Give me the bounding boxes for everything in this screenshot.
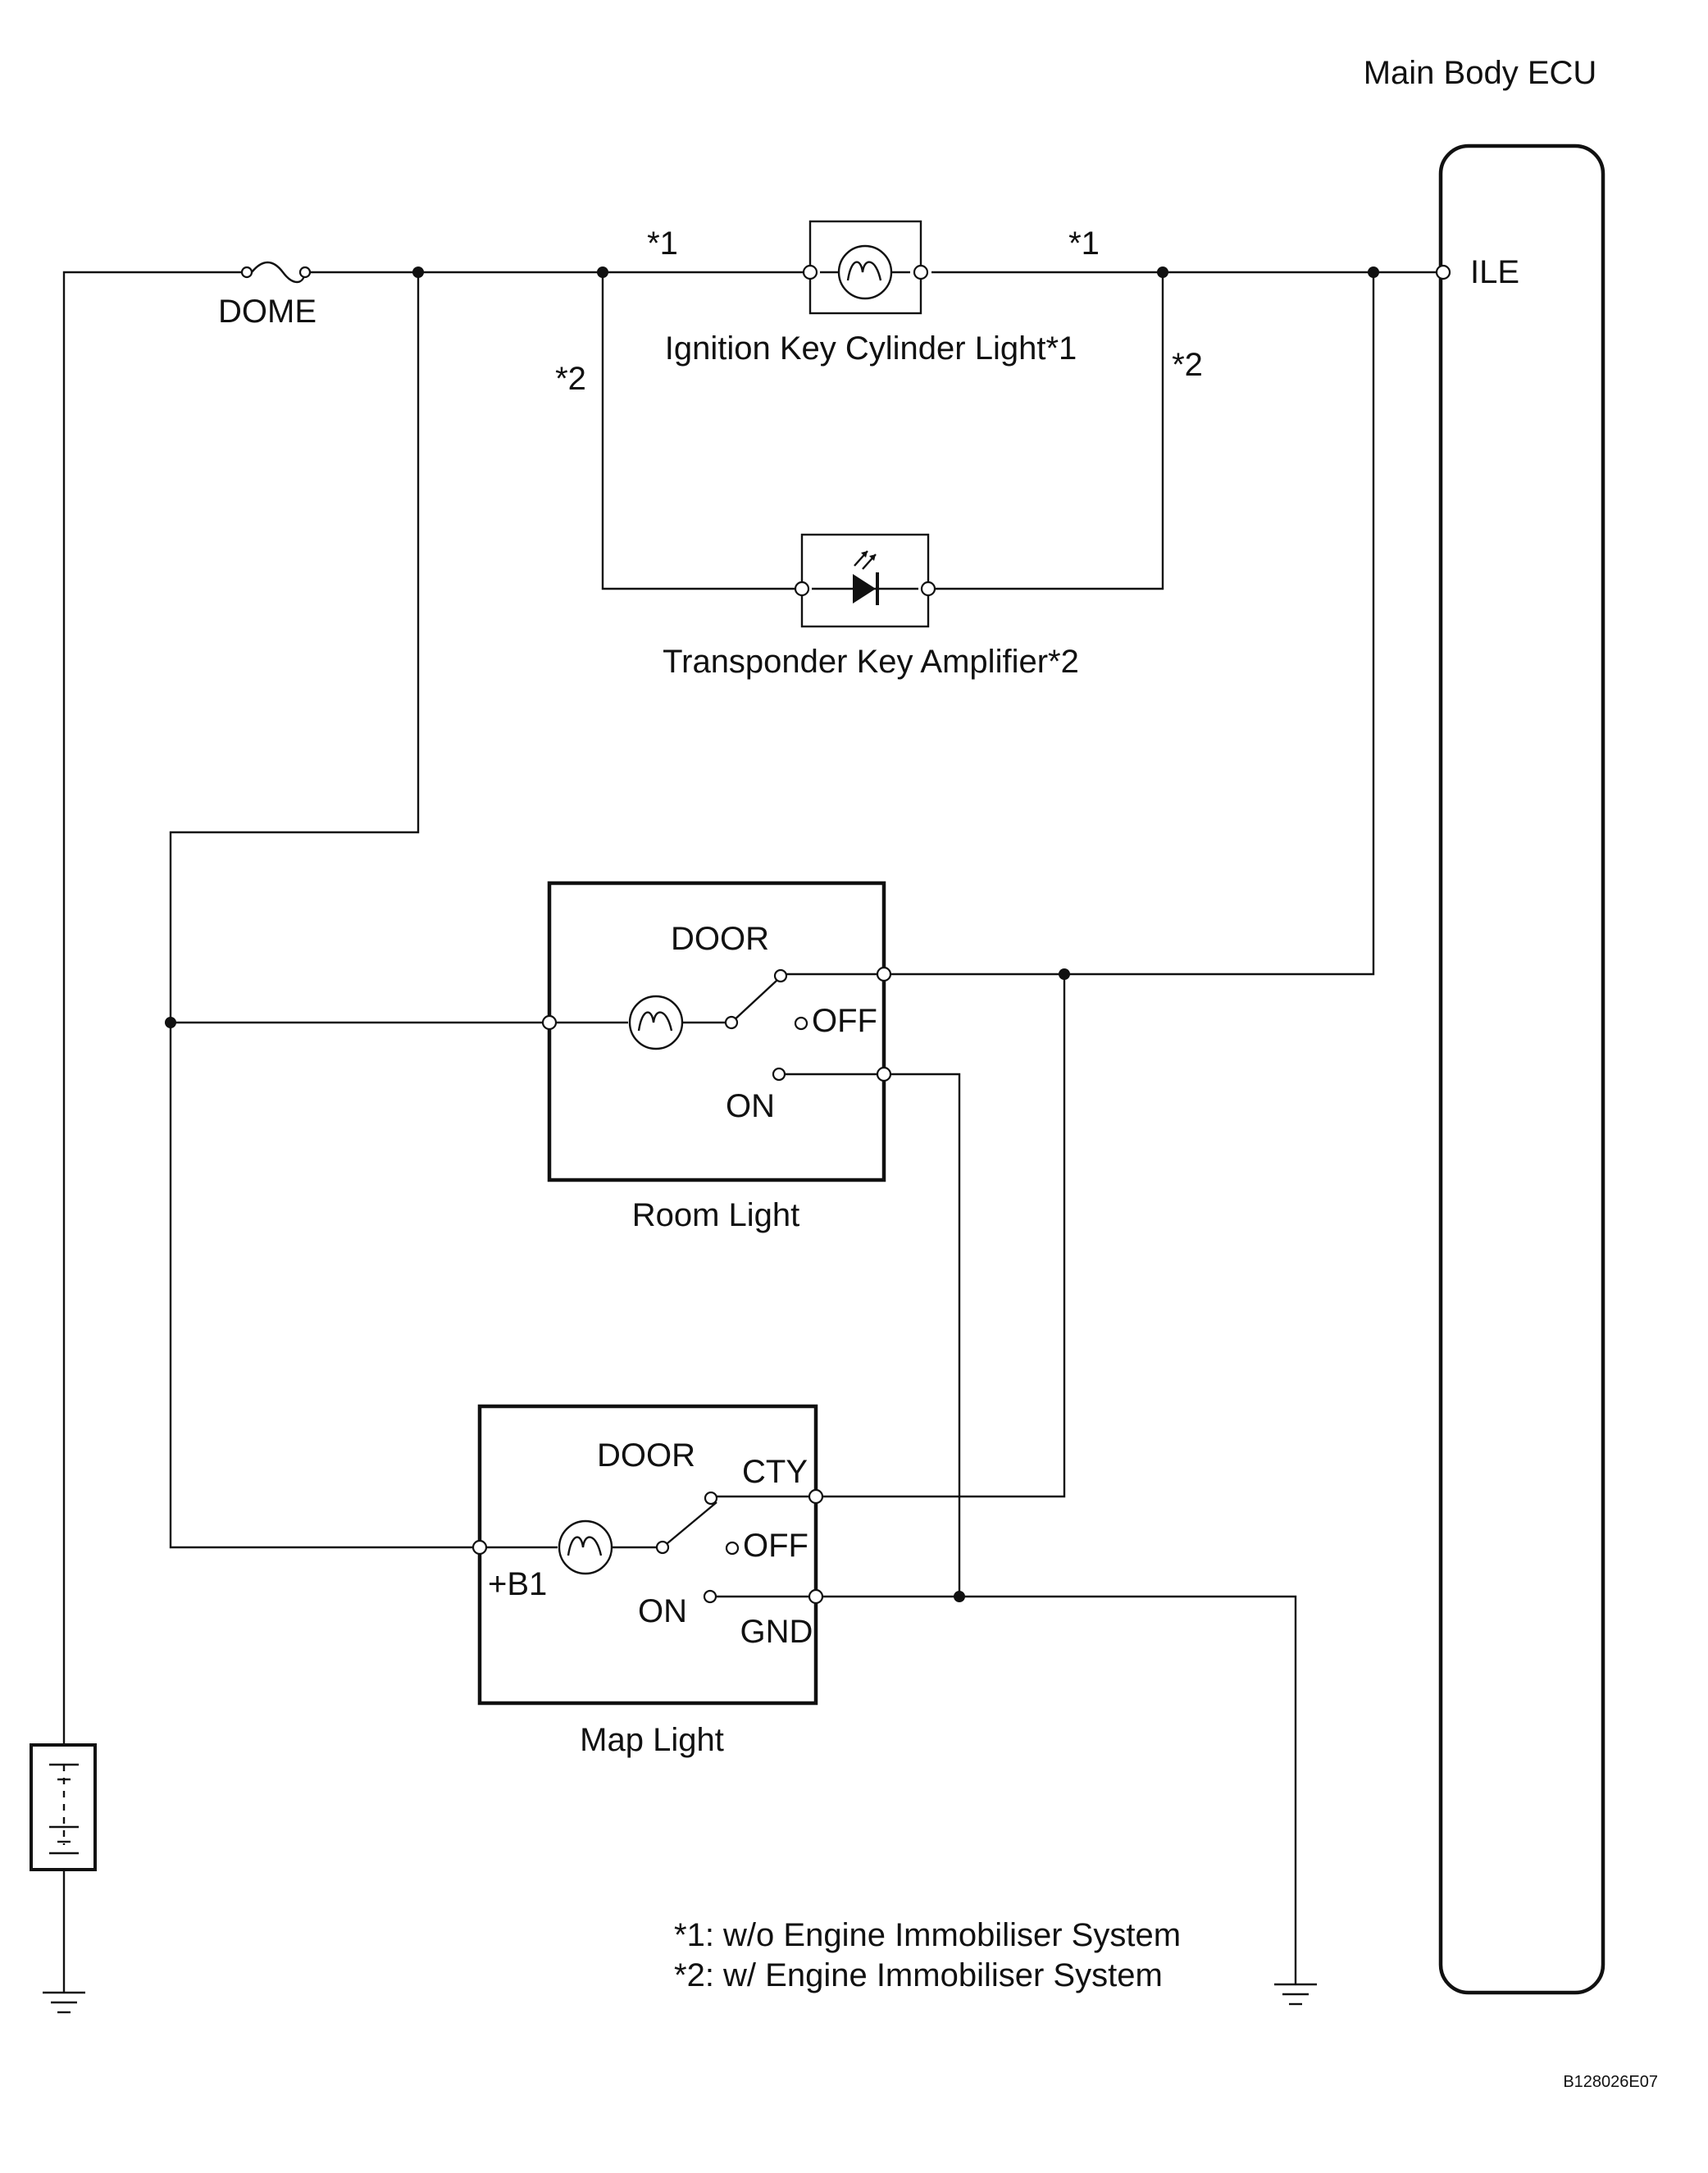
- figure-code: B128026E07: [1563, 2073, 1658, 2091]
- battery-icon: [30, 1743, 97, 1871]
- note-1: *1: w/o Engine Immobiliser System: [674, 1917, 1181, 1953]
- dome-fuse: [240, 261, 312, 284]
- room-door-label: DOOR: [671, 921, 769, 957]
- map-light-label: Map Light: [580, 1722, 724, 1758]
- ile-label: ILE: [1470, 254, 1519, 290]
- room-bulb-icon: [555, 995, 726, 1050]
- map-gnd-label: GND: [740, 1614, 813, 1650]
- ecu-box: [1438, 144, 1606, 1995]
- wire-transponder-right: [931, 272, 1164, 590]
- map-b1-label: +B1: [488, 1566, 547, 1602]
- junction-dots: [165, 266, 1379, 1602]
- star1-left: *1: [647, 226, 678, 262]
- wires: [62, 271, 1443, 1993]
- dome-label: DOME: [218, 294, 317, 330]
- map-bulb-icon: [485, 1519, 656, 1575]
- ignition-bulb-icon: [820, 244, 910, 300]
- ecu-label: Main Body ECU: [1364, 55, 1597, 91]
- map-cty-label: CTY: [742, 1454, 808, 1490]
- fuse-symbol: [251, 261, 307, 284]
- room-off-label: OFF: [812, 1003, 877, 1039]
- ignition-light-box: [808, 220, 922, 315]
- ground-icon-left: [43, 1991, 85, 2014]
- wire-gnd: [813, 1595, 1297, 1984]
- ignition-label: Ignition Key Cylinder Light*1: [665, 330, 1077, 367]
- led-diode-icon: [812, 550, 918, 605]
- map-on-label: ON: [638, 1593, 687, 1629]
- room-door-switch: [731, 973, 881, 1076]
- wire-transponder-left: [601, 272, 799, 590]
- wire-room-on: [881, 1073, 961, 1597]
- wire-dome-branch: [169, 272, 477, 1549]
- map-door-switch: [662, 1495, 813, 1598]
- room-on-label: ON: [726, 1088, 775, 1124]
- room-light-box: [547, 881, 886, 1182]
- ground-icon-right: [1274, 1983, 1317, 2006]
- transponder-box: [800, 533, 930, 628]
- ile-terminal: [1435, 264, 1451, 280]
- wire-ile-down: [881, 272, 1375, 976]
- wire-battery-top: [62, 271, 242, 1745]
- transponder-label: Transponder Key Amplifier*2: [663, 644, 1079, 680]
- room-light-label: Room Light: [632, 1197, 800, 1233]
- star2-left: *2: [555, 361, 586, 397]
- wire-cty: [813, 974, 1066, 1498]
- star2-right: *2: [1172, 347, 1203, 383]
- map-off-label: OFF: [743, 1528, 808, 1564]
- map-door-label: DOOR: [597, 1437, 695, 1474]
- star1-right: *1: [1068, 226, 1100, 262]
- note-2: *2: w/ Engine Immobiliser System: [674, 1957, 1163, 1993]
